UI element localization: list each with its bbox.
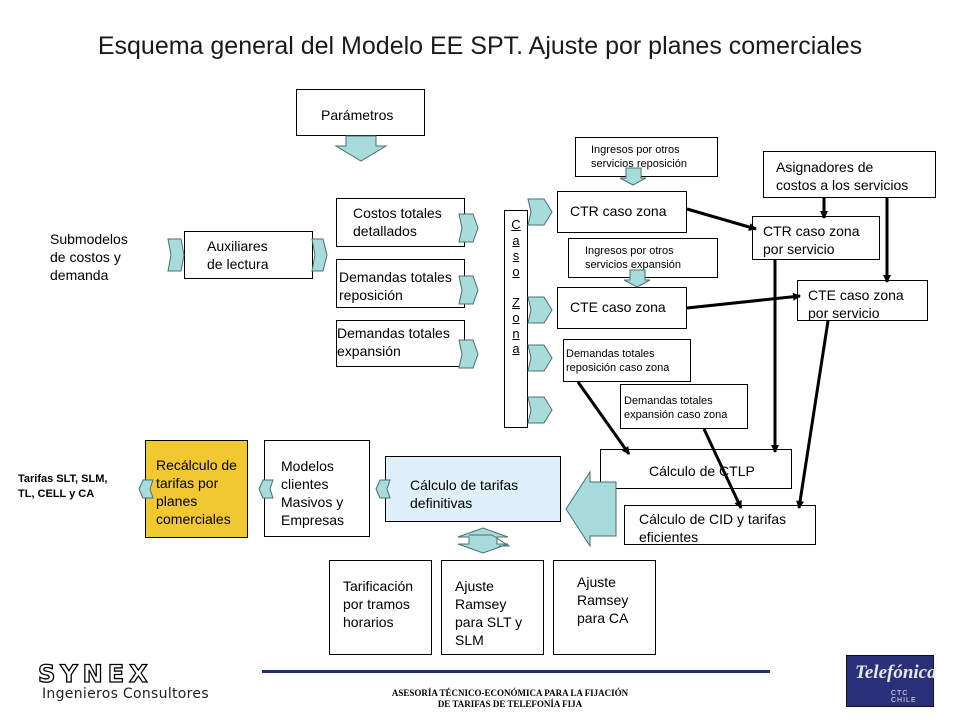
arrow-ingresos-rep-down <box>619 167 647 186</box>
synex-logo-text: SYNEX <box>37 660 153 688</box>
box-ctr-por-servicio: CTR caso zona por servicio <box>752 216 880 260</box>
box-cte-caso-zona: CTE caso zona <box>557 287 687 329</box>
box-caso-zona: C a s o Z o n a <box>504 210 528 428</box>
box-auxiliares: Auxiliares de lectura <box>184 231 313 279</box>
box-ctr-caso-zona: CTR caso zona <box>557 191 687 233</box>
telefonica-logo-subtitle: CTC CHILE <box>891 690 917 704</box>
box-demandas-reposicion: Demandas totales reposición <box>336 259 465 308</box>
box-demandas-expansion: Demandas totales expansión <box>336 320 465 367</box>
synex-logo: SYNEX Ingenieros Consultores <box>37 660 209 702</box>
arrow-costos-right <box>458 213 479 243</box>
arrow-dem-exp-right <box>458 339 479 369</box>
arrow-ingresos-exp-down <box>623 269 651 288</box>
arrow-modelos-left <box>258 479 274 499</box>
arrow-calculo-left <box>565 470 617 548</box>
box-calculo-ctlp: Cálculo de CTLP <box>600 449 792 489</box>
box-modelos-clientes: Modelos clientes Masivos y Empresas <box>264 440 370 537</box>
telefonica-logo-name: Telefónica <box>855 662 937 683</box>
footer-caption: ASESORÍA TÉCNICO-ECONÓMICA PARA LA FIJAC… <box>391 688 629 709</box>
box-calculo-cid: Cálculo de CID y tarifas eficientes <box>624 505 816 545</box>
synex-logo-subtitle: Ingenieros Consultores <box>42 686 209 702</box>
telefonica-logo: Telefónica CTC CHILE <box>846 655 937 707</box>
arrow-zona-ctr <box>527 198 553 226</box>
arrow-dem-exp-cid <box>702 428 743 509</box>
arrow-parametros-down <box>334 135 388 162</box>
box-calculo-tarifas-definitivas: Cálculo de tarifas definitivas <box>385 456 561 522</box>
arrow-double-vertical <box>457 527 511 554</box>
box-ingresos-reposicion: Ingresos por otros servicios reposición <box>575 137 718 177</box>
arrow-submodelos-auxiliares <box>167 238 185 272</box>
arrow-definitivas-left <box>375 479 391 499</box>
footer-divider <box>262 670 770 673</box>
box-cte-por-servicio: CTE caso zona por servicio <box>797 280 928 321</box>
arrow-zona-cte <box>527 296 553 324</box>
label-submodelos: Submodelos de costos y demanda <box>50 231 128 283</box>
arrow-cte-to-servicio <box>686 292 801 310</box>
arrow-zona-dem-exp <box>527 396 553 424</box>
box-demandas-expansion-zona: Demandas totales expansión caso zona <box>620 384 748 429</box>
label-tarifas: Tarifas SLT, SLM, TL, CELL y CA <box>18 473 108 500</box>
box-asignadores: Asignadores de costos a los servicios <box>763 151 936 198</box>
page-title: Esquema general del Modelo EE SPT. Ajust… <box>97 32 863 60</box>
box-demandas-reposicion-zona: Demandas totales reposición caso zona <box>563 339 691 382</box>
arrow-auxiliares-right <box>311 238 328 272</box>
arrow-cte-servicio-cid <box>796 320 830 509</box>
arrow-ctr-to-servicio <box>686 207 757 231</box>
box-recalculo-tarifas: Recálculo de tarifas por planes comercia… <box>145 440 248 538</box>
arrow-recalculo-left <box>138 479 154 499</box>
box-tarificacion: Tarificación por tramos horarios <box>329 560 432 655</box>
box-ramsey-slt: Ajuste Ramsey para SLT y SLM <box>441 560 544 655</box>
arrow-dem-rep-ctlp <box>576 381 631 455</box>
arrow-dem-rep-right <box>458 275 479 305</box>
box-ramsey-ca: Ajuste Ramsey para CA <box>553 560 656 655</box>
arrow-zona-dem-rep <box>527 344 553 372</box>
box-parametros: Parámetros <box>296 89 425 136</box>
